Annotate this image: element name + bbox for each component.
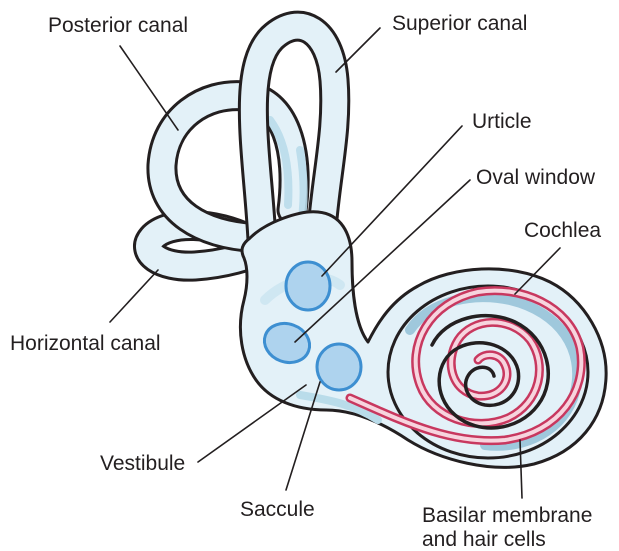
leader-horizontal-canal bbox=[110, 270, 158, 322]
label-vestibule: Vestibule bbox=[100, 452, 185, 475]
urticle-organ bbox=[286, 262, 330, 310]
label-saccule: Saccule bbox=[240, 498, 315, 521]
label-basilar-line2: and hair cells bbox=[422, 528, 546, 551]
label-basilar-line1: Basilar membrane bbox=[422, 504, 592, 527]
label-cochlea: Cochlea bbox=[524, 219, 601, 242]
label-superior-canal: Superior canal bbox=[392, 12, 527, 35]
label-posterior-canal: Posterior canal bbox=[48, 14, 188, 37]
label-urticle: Urticle bbox=[472, 110, 532, 133]
saccule-organ bbox=[317, 344, 361, 390]
leader-vestibule bbox=[198, 385, 306, 462]
label-oval-window: Oval window bbox=[476, 166, 596, 189]
label-horizontal-canal: Horizontal canal bbox=[10, 332, 161, 355]
leader-posterior-canal bbox=[120, 46, 178, 130]
